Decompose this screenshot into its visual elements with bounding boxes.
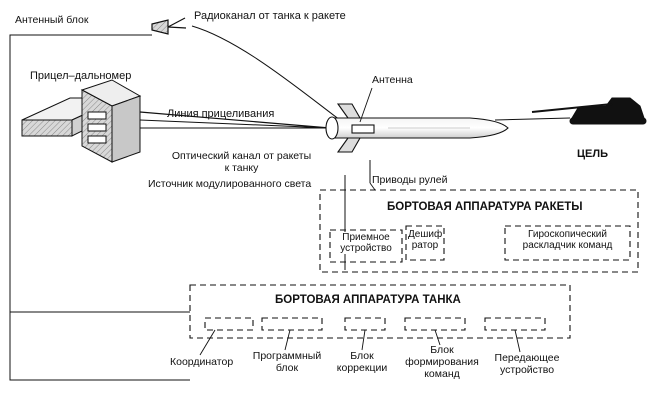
leader-lines <box>199 87 521 356</box>
gyro-line2: раскладчик команд <box>522 240 613 251</box>
optical-channel-label: Оптический канал от ракеты к танку <box>144 150 339 174</box>
correction-line2: коррекции <box>336 362 388 374</box>
transmitter-line2: устройство <box>499 364 555 376</box>
receiver-tag: Приемное устройство <box>334 232 398 254</box>
decoder-line2: ратор <box>411 240 439 251</box>
target-label: ЦЕЛЬ <box>577 148 608 160</box>
tank-block-title: БОРТОВАЯ АППАРАТУРА ТАНКА <box>275 294 461 306</box>
receiver-line2: устройство <box>340 243 392 254</box>
correction-block-label: Блок коррекции <box>332 350 392 374</box>
coordinator-label: Координатор <box>170 356 234 368</box>
missile-block-frame <box>319 189 639 273</box>
missile-block-title: БОРТОВАЯ АППАРАТУРА РАКЕТЫ <box>387 201 583 213</box>
rudder-drives-label: Приводы рулей <box>372 174 448 186</box>
formation-line1: Блок <box>430 344 454 356</box>
gyro-line1: Гироскопический <box>528 229 607 240</box>
radio-channel-label: Радиоканал от танка к ракете <box>194 10 346 22</box>
antenna-block-label: Антенный блок <box>15 14 89 26</box>
decoder-line1: Дешиф <box>408 229 443 240</box>
antenna-block-shape <box>151 17 187 35</box>
antenna-label: Антенна <box>372 74 413 86</box>
program-line1: Программный <box>252 350 322 362</box>
optical-channel-line1: Оптический канал от ракеты <box>171 150 312 162</box>
decoder-tag: Дешиф ратор <box>408 229 442 251</box>
correction-line1: Блок <box>350 350 374 362</box>
formation-line2: формирования <box>405 356 479 368</box>
sight-rangefinder-label: Прицел–дальномер <box>30 70 132 82</box>
sight-line-label: Линия прицеливания <box>167 108 275 120</box>
receiver-line1: Приемное <box>342 232 390 243</box>
formation-block-label: Блок формирования команд <box>398 344 486 380</box>
formation-line3: команд <box>424 368 460 380</box>
program-line2: блок <box>275 362 299 374</box>
sight-rangefinder-device <box>21 79 142 163</box>
transmitter-block-label: Передающее устройство <box>488 352 566 376</box>
program-block-label: Программный блок <box>248 350 326 374</box>
wiring-frame <box>9 34 371 381</box>
guidance-lines <box>139 25 571 129</box>
tank-block-frame <box>189 284 571 339</box>
light-source-label: Источник модулированного света <box>148 178 312 190</box>
gyro-tag: Гироскопический раскладчик команд <box>509 229 626 251</box>
optical-channel-line2: к танку <box>224 162 259 174</box>
transmitter-line1: Передающее <box>494 352 560 364</box>
rocket <box>325 103 509 153</box>
target-tank <box>531 97 647 125</box>
